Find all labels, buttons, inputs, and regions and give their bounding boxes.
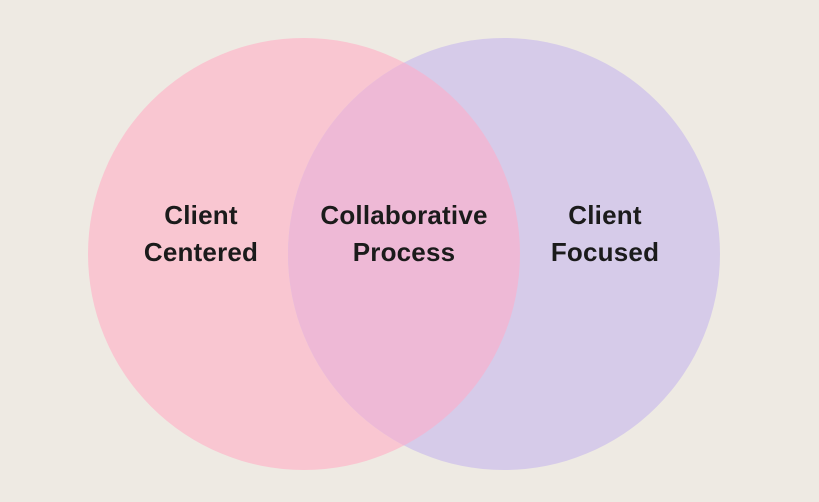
- left-circle-label-line2: Centered: [143, 237, 259, 267]
- overlap-label-line2: Process: [352, 237, 456, 267]
- right-circle-label-line1: Client: [568, 200, 642, 230]
- right-circle-label-line2: Focused: [550, 237, 660, 267]
- left-circle-label-line1: Client: [164, 200, 238, 230]
- left-circle-label: Client Centered: [81, 197, 321, 271]
- overlap-lens: [288, 38, 520, 470]
- overlap-label-line1: Collaborative: [320, 200, 488, 230]
- overlap-label: Collaborative Process: [284, 197, 524, 271]
- right-circle-label: Client Focused: [485, 197, 725, 271]
